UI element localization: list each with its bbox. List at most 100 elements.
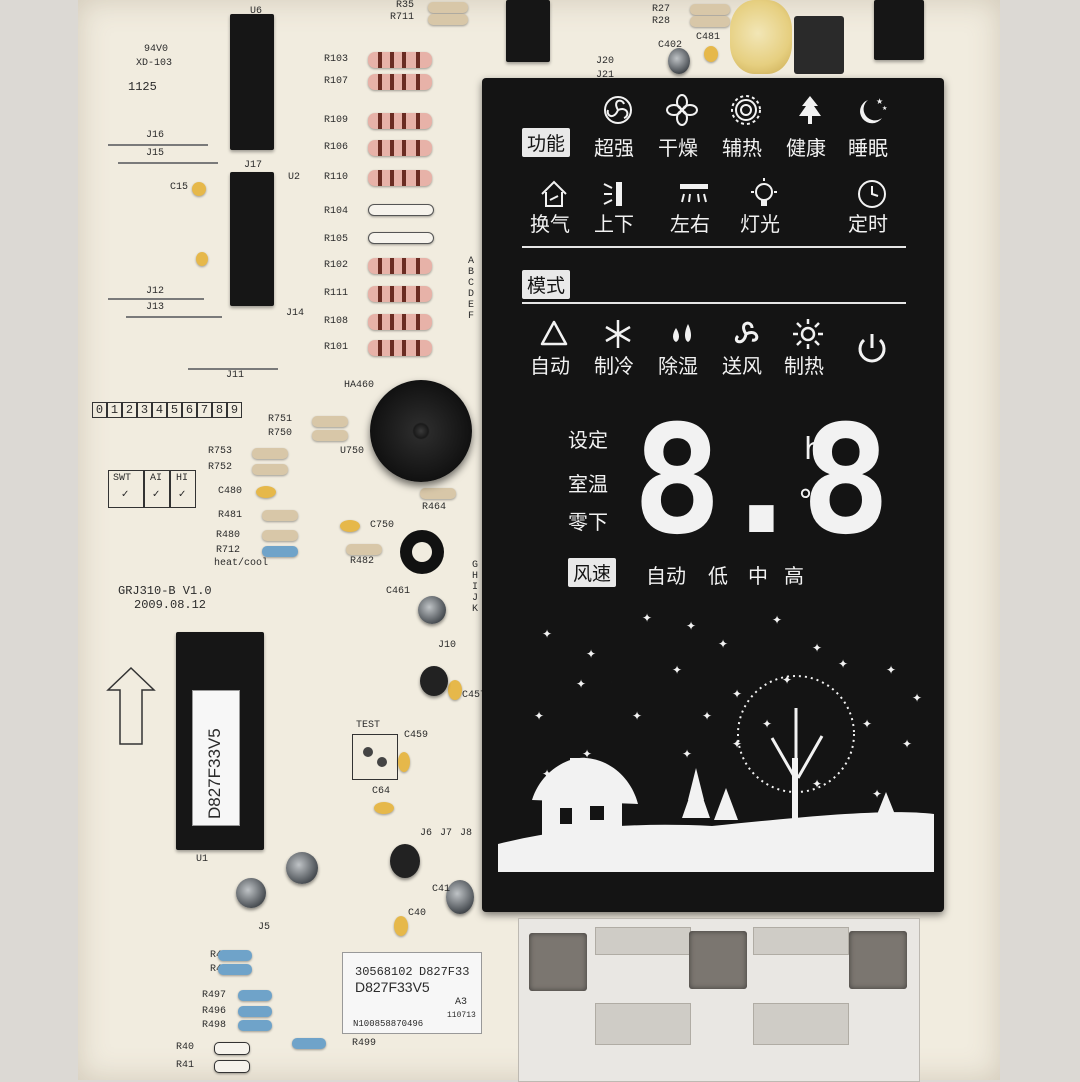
seven-segment-digits: 8.8 xyxy=(632,394,891,568)
frame-slot xyxy=(595,1003,691,1045)
res-label: R105 xyxy=(324,234,349,245)
res-label: R103 xyxy=(324,54,349,65)
unit-hour: h xyxy=(804,432,824,467)
res-label: R40 xyxy=(176,1042,195,1053)
electrolytic-capacitor xyxy=(446,880,474,914)
star-icon: ✦ xyxy=(872,787,882,801)
keypad-button-middle[interactable] xyxy=(689,931,747,989)
resistor xyxy=(202,950,268,961)
divider xyxy=(522,246,906,248)
conn-j13: J13 xyxy=(146,302,165,313)
resistor-band xyxy=(378,52,382,68)
lcd-label-tree: 健康 xyxy=(786,136,826,160)
resistor xyxy=(352,52,448,68)
keypad-button-right[interactable] xyxy=(849,931,907,989)
speed-box: 风速 xyxy=(568,558,617,587)
resistor-band xyxy=(402,340,406,356)
res-label: R753 xyxy=(208,446,233,457)
lcd-label-vertical-swing: 上下 xyxy=(594,212,634,236)
conn-j16: J16 xyxy=(146,130,165,141)
res-label: R498 xyxy=(202,1020,227,1031)
jumper-table: SWT ✓ AI ✓ HI ✓ xyxy=(108,470,196,508)
digit-cell: 2 xyxy=(122,402,137,418)
res-label: R111 xyxy=(324,288,349,299)
cap-label: C480 xyxy=(218,486,243,497)
resistor-band xyxy=(390,314,394,330)
resistor-band xyxy=(402,74,406,90)
clock-icon xyxy=(858,180,886,208)
night-scene-illustration: ✦✦✦✦✦✦✦✦✦✦✦✦✦✦✦✦✦✦✦✦✦✦✦✦✦✦ xyxy=(498,611,934,872)
resistor xyxy=(222,1020,288,1031)
capacitor xyxy=(704,46,718,62)
resistor xyxy=(246,530,314,541)
board-sticker: 30568102 D827F33 D827F33V5 A3 110713 N10… xyxy=(342,952,482,1034)
res-label: R108 xyxy=(324,316,349,327)
transistor xyxy=(390,844,420,878)
test-hole xyxy=(363,747,373,757)
cap-label: C15 xyxy=(170,182,189,193)
resistor-band xyxy=(416,74,420,90)
star-icon: ✦ xyxy=(732,687,742,701)
sticker-line1-right: D827F33 xyxy=(419,965,470,979)
res-label: R28 xyxy=(652,16,671,27)
board-date: 2009.08.12 xyxy=(134,598,207,612)
resistor-band xyxy=(402,258,406,274)
horizontal-swing-icon xyxy=(680,184,708,203)
letter: A xyxy=(468,256,475,267)
res-label: R35 xyxy=(396,0,415,11)
jumper-label: AI xyxy=(150,473,163,484)
frame-slot xyxy=(595,927,691,955)
capacitor xyxy=(256,486,276,498)
keypad-button-left[interactable] xyxy=(529,933,587,991)
resistor-band xyxy=(416,314,420,330)
star-icon: ✦ xyxy=(812,641,822,655)
star-icon: ✦ xyxy=(732,737,742,751)
conn-j7: J7 xyxy=(440,828,453,839)
board-model: GRJ310-B V1.0 xyxy=(118,584,212,598)
vertical-swing-icon xyxy=(603,182,622,206)
sticker-tag: A3 xyxy=(455,997,468,1008)
letter-column: A B C D E F xyxy=(468,256,474,322)
digit-strip: 0 1 2 3 4 5 6 7 8 9 xyxy=(92,402,242,418)
resistor-band xyxy=(378,314,382,330)
resistor xyxy=(199,1060,265,1073)
temp-label-below-zero: 零下 xyxy=(568,510,608,534)
frame-slot xyxy=(753,927,849,955)
temp-label-set: 设定 xyxy=(568,428,608,452)
resistor-band xyxy=(390,340,394,356)
jumper-label: SWT xyxy=(113,473,132,484)
conn-j17: J17 xyxy=(244,160,263,171)
resistor xyxy=(222,990,288,1001)
resistor-band xyxy=(402,140,406,156)
cap-label: C64 xyxy=(372,786,391,797)
ul-mark: 94V0 xyxy=(144,44,169,55)
button-frame xyxy=(518,918,920,1082)
snowflake-icon xyxy=(605,320,631,348)
resistor xyxy=(330,544,398,555)
letter: G xyxy=(472,560,479,571)
lcd-label-flower-fan: 干燥 xyxy=(658,136,698,160)
tree-icon xyxy=(799,96,821,124)
resistor-band xyxy=(378,140,382,156)
res-label: R499 xyxy=(352,1038,377,1049)
res-label: R106 xyxy=(324,142,349,153)
buzzer xyxy=(370,380,472,482)
conn-j11: J11 xyxy=(226,370,245,381)
cap-label: C461 xyxy=(386,586,411,597)
resistor-band xyxy=(416,340,420,356)
capacitor xyxy=(340,520,360,532)
conn-j12: J12 xyxy=(146,286,165,297)
jumper-label: HI xyxy=(176,473,189,484)
check-icon: ✓ xyxy=(152,490,161,501)
resistor-band xyxy=(416,170,420,186)
resistor xyxy=(352,314,448,330)
resistor xyxy=(412,2,484,13)
res-label: R464 xyxy=(422,502,447,513)
resistor xyxy=(236,464,304,475)
resistor-band xyxy=(390,258,394,274)
resistor-band xyxy=(390,113,394,129)
letter: F xyxy=(468,311,475,322)
capacitor xyxy=(196,252,208,266)
resistor-band xyxy=(402,314,406,330)
cap-label: C40 xyxy=(408,908,427,919)
